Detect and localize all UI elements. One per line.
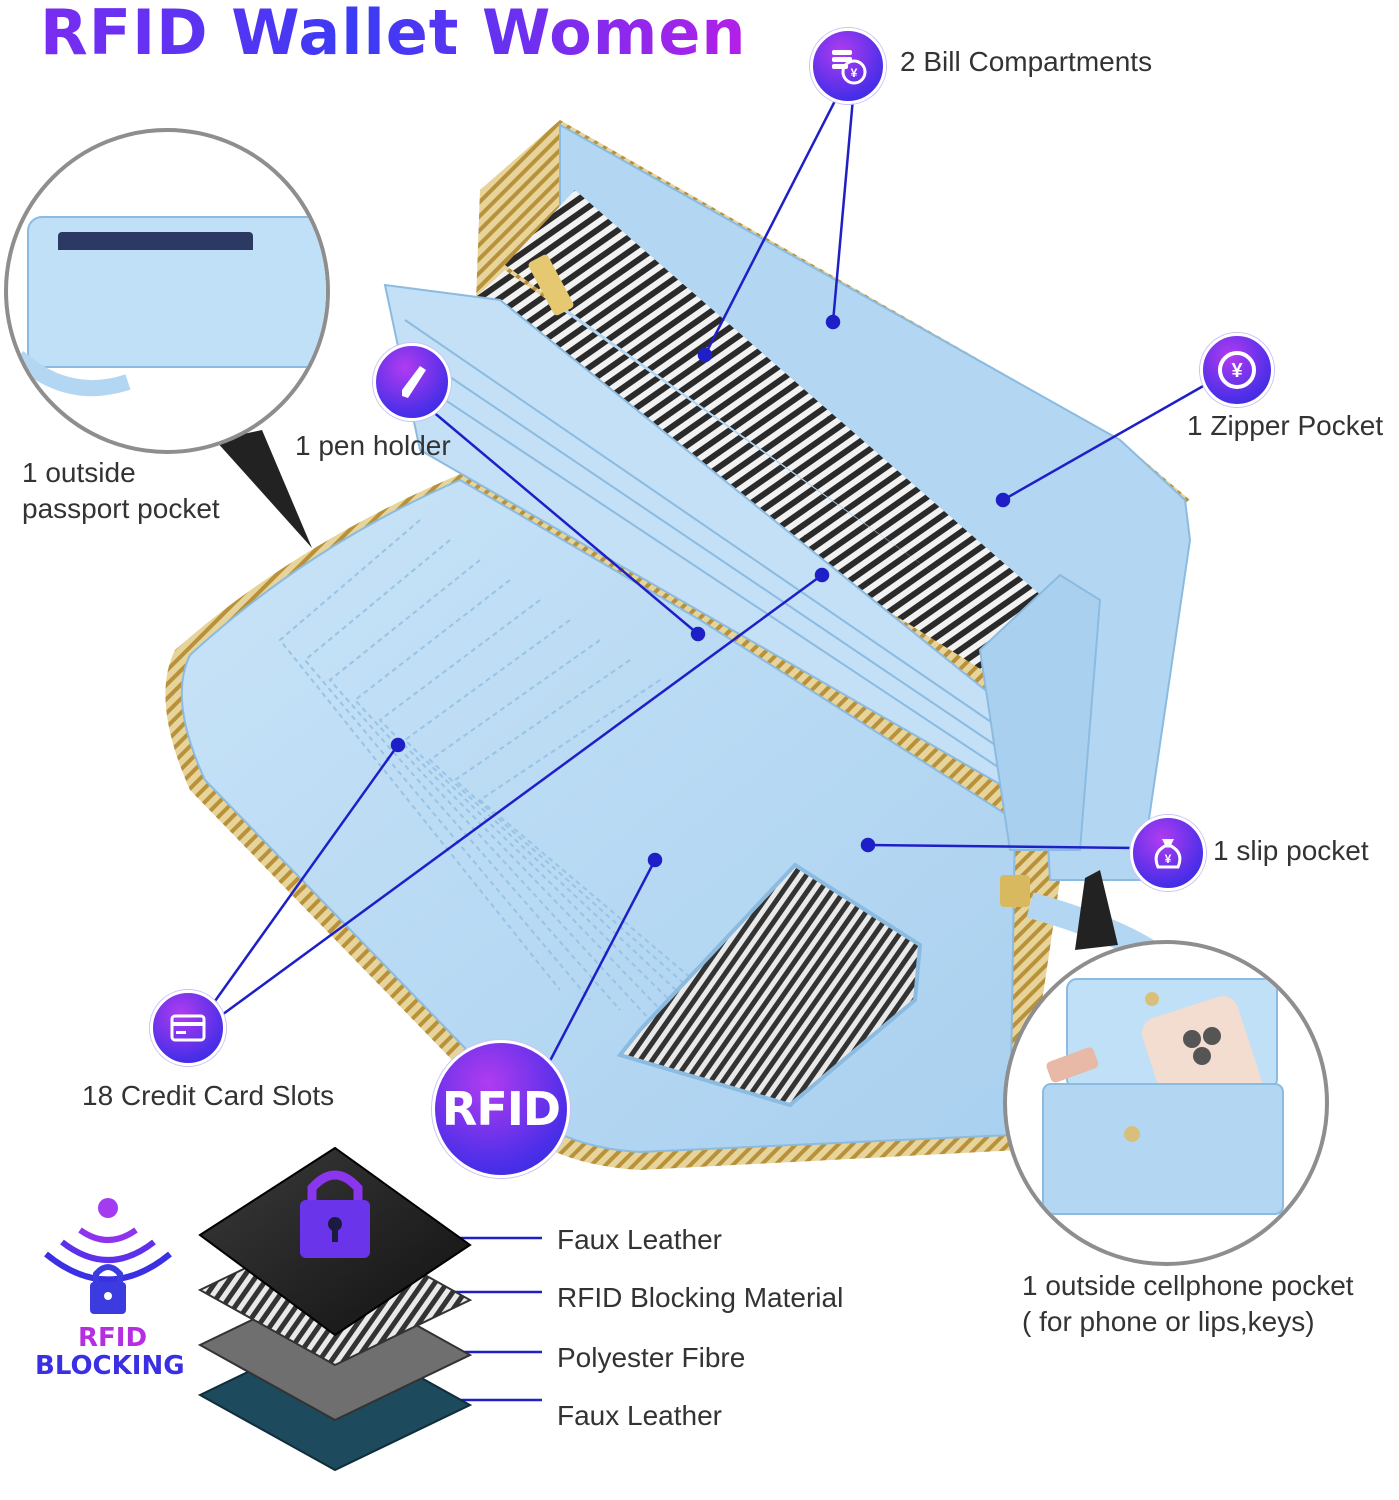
credit-card-icon — [170, 1014, 206, 1042]
cellphone-pocket-label-line2: ( for phone or lips,keys) — [1022, 1306, 1315, 1337]
layer-label-4: Faux Leather — [557, 1400, 722, 1431]
credit-card-slots-label: 18 Credit Card Slots — [82, 1080, 335, 1111]
credit-card-badge — [150, 990, 226, 1066]
svg-text:¥: ¥ — [1165, 852, 1172, 866]
svg-text:¥: ¥ — [851, 66, 858, 80]
rfid-badge-text: RFID — [441, 1082, 561, 1136]
passport-pocket-label-line1: 1 outside — [22, 457, 136, 488]
zipper-pocket-badge: ¥ — [1200, 333, 1274, 407]
coin-stack-icon: ¥ — [832, 50, 867, 85]
pen-holder-badge — [373, 343, 451, 421]
money-bag-icon: ¥ — [1154, 839, 1182, 869]
rfid-blocking-line2: BLOCKING — [35, 1351, 185, 1381]
svg-text:¥: ¥ — [1231, 360, 1243, 382]
rfid-blocking-line1: RFID — [78, 1323, 148, 1353]
passport-pocket-label-line2: passport pocket — [22, 493, 220, 524]
bill-compartment-badge: ¥ — [810, 28, 886, 104]
pen-holder-label: 1 pen holder — [295, 430, 451, 461]
bill-compartments-label: 2 Bill Compartments — [900, 46, 1153, 77]
layer-label-2: RFID Blocking Material — [557, 1282, 844, 1313]
cellphone-pocket-inset — [1003, 940, 1329, 1266]
padlock-icon — [300, 1170, 370, 1258]
layer-label-3: Polyester Fibre — [557, 1342, 746, 1373]
page-title: RFID Wallet Women — [40, 0, 747, 69]
pen-icon — [402, 366, 426, 398]
yen-coin-icon: ¥ — [1218, 351, 1256, 389]
layer-label-1: Faux Leather — [557, 1224, 722, 1255]
cellphone-pocket-label-line1: 1 outside cellphone pocket — [1022, 1270, 1354, 1301]
slip-pocket-label: 1 slip pocket — [1213, 835, 1369, 866]
slip-pocket-badge: ¥ — [1130, 815, 1206, 891]
zipper-pocket-label: 1 Zipper Pocket — [1187, 410, 1384, 441]
wireless-signal-icon — [44, 1198, 172, 1314]
rfid-badge: RFID — [432, 1040, 570, 1178]
passport-pocket-inset — [4, 128, 330, 454]
material-layer-stack — [197, 1146, 473, 1472]
